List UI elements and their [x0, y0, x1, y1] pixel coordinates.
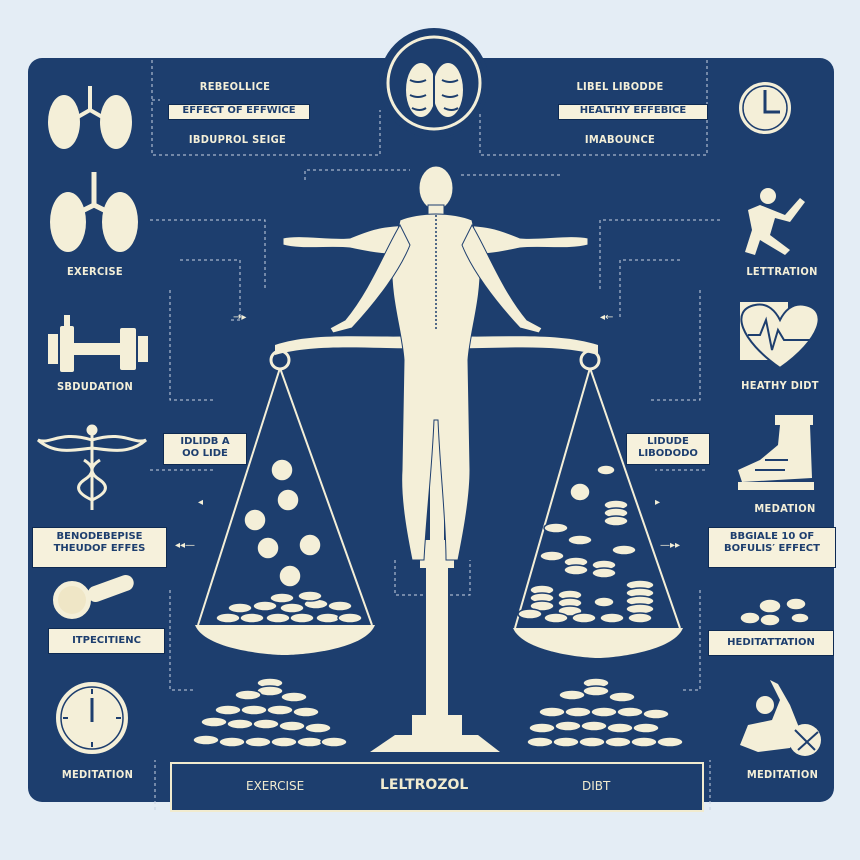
- right-bottom-box-text: HEDITATTATION: [727, 637, 815, 648]
- left-meditation-label: MEDITATION: [61, 768, 134, 781]
- shoe-icon: [738, 415, 814, 490]
- right-wide-box-line2: BOFULIS′ EFFECT: [724, 543, 820, 554]
- top-right-heading: LIBEL LIBODDE: [576, 80, 664, 93]
- right-wide-box-line1: BBGIALE 10 OF: [729, 531, 815, 542]
- sedation-label: SBDUDATION: [56, 380, 134, 393]
- connector-lines: [150, 60, 720, 810]
- right-meditation-label: MEDITATION: [746, 768, 819, 781]
- pills-icon: [739, 597, 810, 627]
- right-small-box-line1: LIDUDE: [647, 436, 689, 447]
- left-wide-box: BENODEBEPISE THEUDOF EFFES: [32, 527, 167, 568]
- medation-label: MEDATION: [754, 502, 816, 515]
- dumbbell-icon: [48, 315, 148, 372]
- left-pan-pills: [215, 458, 363, 624]
- human-figure-icon: [282, 165, 589, 561]
- right-wide-box: BBGIALE 10 OF BOFULIS′ EFFECT: [708, 527, 836, 568]
- top-left-subheading: IBDUPROL SEIGE: [188, 133, 287, 146]
- top-right-label-box: HEALTHY EFFEBICE: [558, 104, 708, 120]
- arrow-icons: →▸ ◂← ◂ ▸ ◂◂— —▸▸: [175, 312, 680, 551]
- right-bottom-box: HEDITATTATION: [708, 630, 834, 656]
- stretching-person-icon: [740, 680, 821, 756]
- lettration-label: LETTRATION: [746, 265, 818, 278]
- runner-icon: [745, 188, 805, 255]
- base-drug-label: LELTROZOL: [380, 777, 469, 793]
- heart-icon: [740, 302, 820, 370]
- healthy-diet-label: HEATHY DIDT: [741, 379, 819, 392]
- top-left-label-box-text: EFFECT OF EFFWICE: [182, 105, 296, 116]
- right-pan-pills: [517, 464, 655, 624]
- svg-text:◂◂—: ◂◂—: [175, 540, 195, 551]
- exercise-label: EXERCISE: [66, 265, 123, 278]
- left-small-box: IDLIDB A OO LIDE: [163, 433, 247, 465]
- svg-text:→▸: →▸: [233, 312, 246, 323]
- top-left-heading: REBEOLLICE: [199, 80, 271, 93]
- right-floor-pills: [526, 677, 684, 748]
- top-left-label-box: EFFECT OF EFFWICE: [168, 104, 310, 120]
- base-exercise-label: EXERCISE: [246, 779, 305, 793]
- right-small-box: LIDUDE LIBODODO: [626, 433, 710, 465]
- right-small-box-line2: LIBODODO: [638, 448, 698, 459]
- scale-base: EXERCISE LELTROZOL DIBT: [170, 762, 704, 812]
- base-diet-label: DIBT: [582, 779, 611, 793]
- stopwatch-icon: [54, 680, 130, 756]
- left-small-box-line2: OO LIDE: [182, 448, 228, 459]
- left-floor-pills: [192, 677, 348, 748]
- caduceus-icon: [37, 424, 147, 510]
- left-wide-box-line2: THEUDOF EFFES: [53, 543, 146, 554]
- svg-text:—▸▸: —▸▸: [660, 540, 680, 551]
- clock-icon: [737, 80, 793, 136]
- svg-text:◂: ◂: [198, 497, 203, 508]
- brain-icon: [379, 28, 489, 138]
- left-wide-box-line1: BENODEBEPISE: [56, 531, 143, 542]
- left-bottom-box-text: ITPECITIENC: [72, 635, 141, 646]
- left-bottom-box: ITPECITIENC: [48, 628, 165, 654]
- magnifier-icon: [51, 575, 134, 621]
- lungs-icon: [48, 86, 132, 149]
- left-small-box-line1: IDLIDB A: [180, 436, 230, 447]
- svg-text:▸: ▸: [655, 497, 660, 508]
- top-right-subheading: IMABOUNCE: [584, 133, 656, 146]
- svg-text:◂←: ◂←: [600, 312, 613, 323]
- top-right-label-box-text: HEALTHY EFFEBICE: [579, 105, 687, 116]
- lungs-icon-2: [50, 172, 138, 252]
